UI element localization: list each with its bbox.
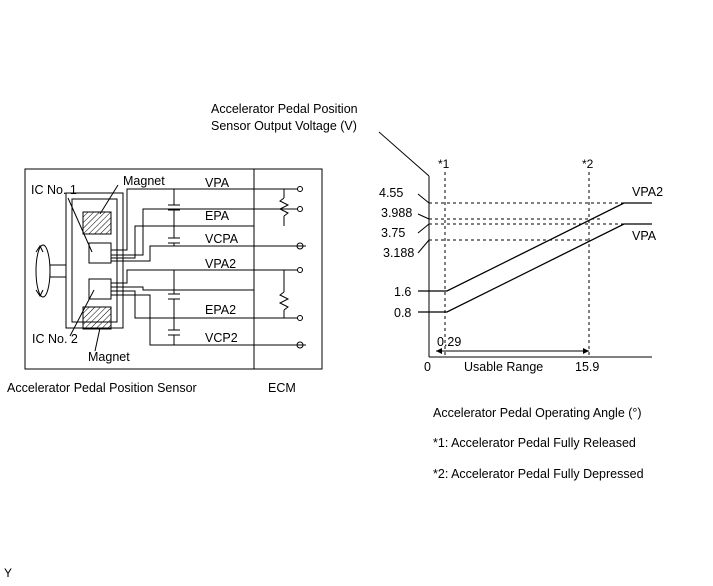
ic1-leader <box>67 197 93 253</box>
series-vpa-line <box>418 223 652 313</box>
usable-range-label: Usable Range <box>464 360 543 374</box>
y-tick-3.188: 3.188 <box>383 246 414 260</box>
ic1-block <box>88 242 112 264</box>
signal-label-vcp2: VCP2 <box>205 331 238 345</box>
y-tick-0.8: 0.8 <box>394 306 411 320</box>
magnet-top-leader <box>99 184 119 215</box>
signal-label-vcpa: VCPA <box>205 232 239 246</box>
signal-label-vpa2: VPA2 <box>205 257 236 271</box>
signal-lines <box>111 188 300 346</box>
y-tick-1.6: 1.6 <box>394 285 411 299</box>
chart-xlabel: Accelerator Pedal Operating Angle (°) <box>433 406 642 420</box>
rotation-icon <box>35 244 67 298</box>
series-vpa-label: VPA <box>632 229 657 243</box>
chart-ylabel-line1: Accelerator Pedal Position <box>211 102 358 116</box>
signal-label-vpa: VPA <box>205 176 230 190</box>
signal-label-epa: EPA <box>205 209 230 223</box>
note-1: *1: Accelerator Pedal Fully Released <box>433 436 636 450</box>
ic2-leader <box>69 289 95 337</box>
signal-label-epa2: EPA2 <box>205 303 236 317</box>
y-tick-4.55: 4.55 <box>379 186 403 200</box>
ecm-caption: ECM <box>268 381 296 395</box>
sensor-caption: Accelerator Pedal Position Sensor <box>7 381 197 395</box>
ecm-box <box>253 168 323 370</box>
x-tick-0: 0 <box>424 360 431 374</box>
voltage-chart: Accelerator Pedal Position Sensor Output… <box>211 102 663 481</box>
arrow-left-icon <box>436 348 442 354</box>
ic2-block <box>88 278 112 300</box>
ylabel-leader <box>378 131 430 177</box>
marker-2: *2 <box>582 157 594 171</box>
y-tick-3.75: 3.75 <box>381 226 405 240</box>
magnet-bottom-shape <box>82 306 112 330</box>
magnet-top-label: Magnet <box>123 174 165 188</box>
magnet-top-shape <box>82 211 112 235</box>
note-2: *2: Accelerator Pedal Fully Depressed <box>433 467 644 481</box>
ic2-label: IC No. 2 <box>32 332 78 346</box>
ecm-terminals <box>294 186 306 349</box>
magnet-bottom-leader <box>94 327 101 352</box>
x-tick-0.29: 0.29 <box>437 335 461 349</box>
series-vpa2-line <box>418 202 652 292</box>
level-lines <box>429 202 652 241</box>
series-vpa2-label: VPA2 <box>632 185 663 199</box>
x-tick-15.9: 15.9 <box>575 360 599 374</box>
ic1-label: IC No. 1 <box>31 183 77 197</box>
marker-1: *1 <box>438 157 450 171</box>
arrow-right-icon <box>583 348 589 354</box>
y-tick-3.988: 3.988 <box>381 206 412 220</box>
y-tick-stubs <box>417 193 430 254</box>
wiring-diagram <box>24 168 323 370</box>
footer-code: Y <box>4 566 12 580</box>
chart-ylabel-line2: Sensor Output Voltage (V) <box>211 119 357 133</box>
magnet-bottom-label: Magnet <box>88 350 130 364</box>
